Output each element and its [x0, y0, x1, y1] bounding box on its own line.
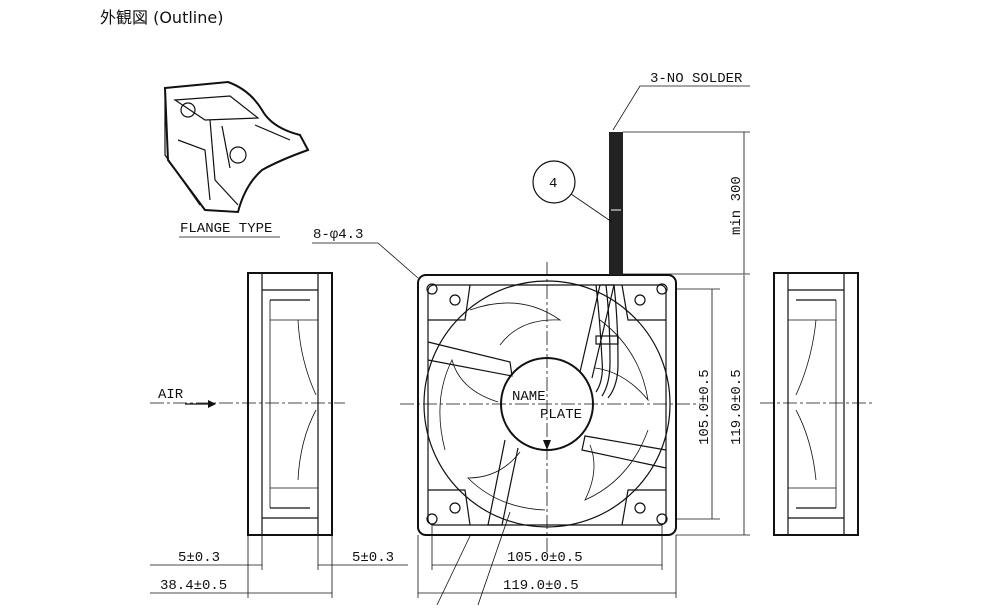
dim-hole-pitch-v-label: 105.0±0.5 — [697, 369, 713, 445]
blade-section-leader-2 — [477, 511, 511, 606]
lead-wire-label: 3-NO SOLDER — [650, 71, 743, 87]
dim-hole-pitch-h-label: 105.0±0.5 — [507, 550, 583, 566]
right-side-view — [773, 272, 859, 536]
left-side-view — [247, 272, 333, 536]
air-label: AIR — [158, 387, 184, 403]
hole-spec-label: 8-φ4.3 — [313, 227, 363, 243]
drawing-title: 外観図 (Outline) — [100, 8, 223, 27]
blade-section-leader-1 — [436, 535, 471, 606]
callout-circle — [532, 160, 576, 204]
lead-wire-leader — [612, 85, 750, 131]
flange-type-label: FLANGE TYPE — [180, 221, 272, 237]
center-arrow — [543, 440, 551, 450]
air-arrowhead — [208, 400, 216, 408]
name-plate-line2: PLATE — [540, 407, 582, 423]
dim-outer-v-label: 119.0±0.5 — [729, 369, 745, 445]
dim-outer-h-label: 119.0±0.5 — [503, 578, 579, 594]
lead-wire — [609, 132, 623, 275]
min-length-label: min 300 — [729, 176, 745, 235]
dim-flange-left-label: 5±0.3 — [178, 550, 220, 566]
name-plate-line1: NAME — [512, 389, 546, 405]
flange-detail-sketch — [163, 80, 310, 214]
hole-spec-leader — [312, 242, 419, 279]
callout-number: 4 — [549, 176, 557, 192]
dim-depth-label: 38.4±0.5 — [160, 578, 227, 594]
dim-flange-right-label: 5±0.3 — [352, 550, 394, 566]
callout-leader — [570, 193, 613, 223]
